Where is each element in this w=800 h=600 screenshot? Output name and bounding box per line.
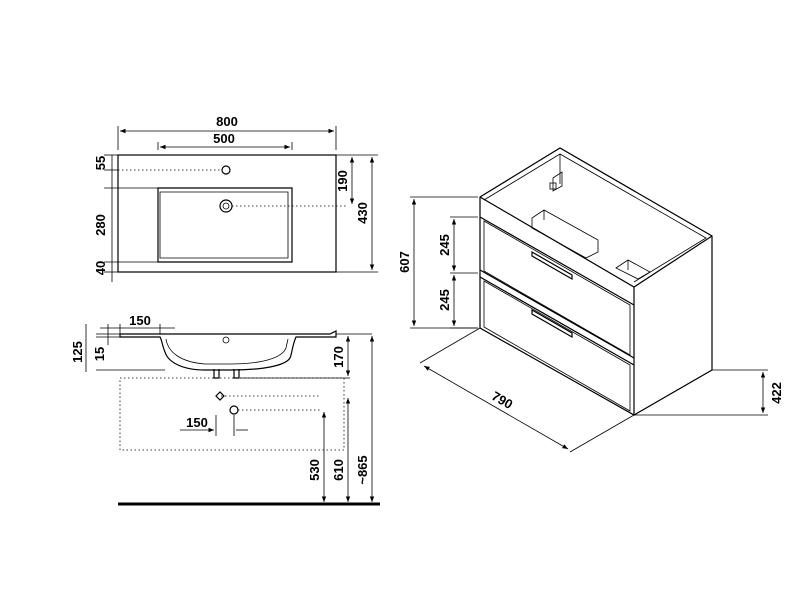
drain-hole-inner (222, 202, 230, 210)
side-view: 150 150 125 15 170 530 610 ~865 (70, 313, 380, 506)
cabinet-view: 607 245 245 790 422 (397, 147, 784, 453)
dim-55: 55 (93, 156, 108, 170)
dim-15: 15 (92, 347, 107, 361)
dim-430: 430 (355, 202, 370, 224)
dim-170: 170 (331, 346, 346, 368)
drawer-2-front (483, 280, 631, 412)
ext-790-left (419, 327, 481, 364)
top-view: 800 500 55 280 40 190 430 (93, 114, 378, 282)
dim-150-top: 150 (129, 313, 151, 328)
dim-865: ~865 (355, 455, 370, 484)
dim-125: 125 (70, 341, 85, 363)
dim-800: 800 (216, 114, 238, 129)
dim-245-lower: 245 (437, 289, 452, 311)
basin-inner-profile (165, 338, 289, 365)
dim-190: 190 (335, 170, 350, 192)
tap-hole (221, 165, 231, 175)
drain-hole (219, 199, 233, 213)
dim-150-bottom: 150 (186, 415, 208, 430)
dim-530: 530 (307, 459, 322, 481)
drawer-compartment-1 (531, 209, 599, 259)
cabinet-outline (479, 147, 713, 416)
basin-profile (119, 330, 337, 371)
inner-bracket-hole (549, 182, 557, 190)
dim-40: 40 (93, 261, 108, 275)
drawer-compartment-2 (615, 259, 651, 280)
tap-hole-side (222, 336, 230, 344)
drawer-2-top (479, 276, 635, 366)
drawer-2-handle (531, 308, 573, 339)
drawer-1-front (483, 220, 631, 356)
dim-610: 610 (331, 459, 346, 481)
drawer-1-bottom (479, 269, 635, 359)
ext-790-right (569, 414, 635, 453)
drawer-1-handle (531, 250, 573, 281)
drawer-1-top (479, 216, 635, 306)
basin-inner-outline (159, 191, 289, 259)
dim-280: 280 (93, 214, 108, 236)
dim-790: 790 (489, 388, 515, 412)
dim-500: 500 (213, 131, 235, 146)
basin-outline (157, 187, 293, 263)
inner-bracket (552, 171, 563, 192)
cabinet-top-edges (479, 196, 713, 288)
dim-line-790 (423, 365, 569, 450)
siphon-right (229, 405, 239, 415)
cabinet-ghost (119, 377, 345, 451)
siphon-left (215, 391, 225, 401)
dim-245-upper: 245 (437, 234, 452, 256)
cabinet-inner-rim (483, 153, 707, 283)
countertop-outline (117, 154, 337, 273)
dim-607: 607 (397, 251, 412, 273)
dim-422: 422 (769, 382, 784, 404)
